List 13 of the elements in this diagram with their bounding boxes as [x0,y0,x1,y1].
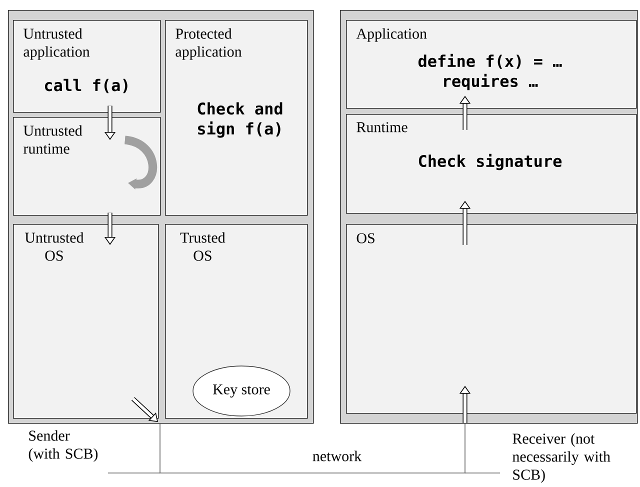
layer-box: Application define f(x) = … requires … [346,20,637,109]
edge-label: network [311,450,363,462]
side-label: Receiver (not necessarily with SCB) [512,433,610,483]
layer-box: Protected application Check and sign f(a) [165,20,308,216]
arrow [124,136,157,190]
layer-box: Untrusted runtime [13,117,161,216]
layer-box: Untrusted application call f(a) [13,20,161,113]
layer-box: Untrusted OS [13,224,159,419]
layer-box: Runtime Check signature [346,114,637,214]
arrow [131,397,158,422]
side-label: Sender (with SCB) [28,430,98,462]
network-line [160,423,466,474]
layer-box: OS [346,224,637,414]
